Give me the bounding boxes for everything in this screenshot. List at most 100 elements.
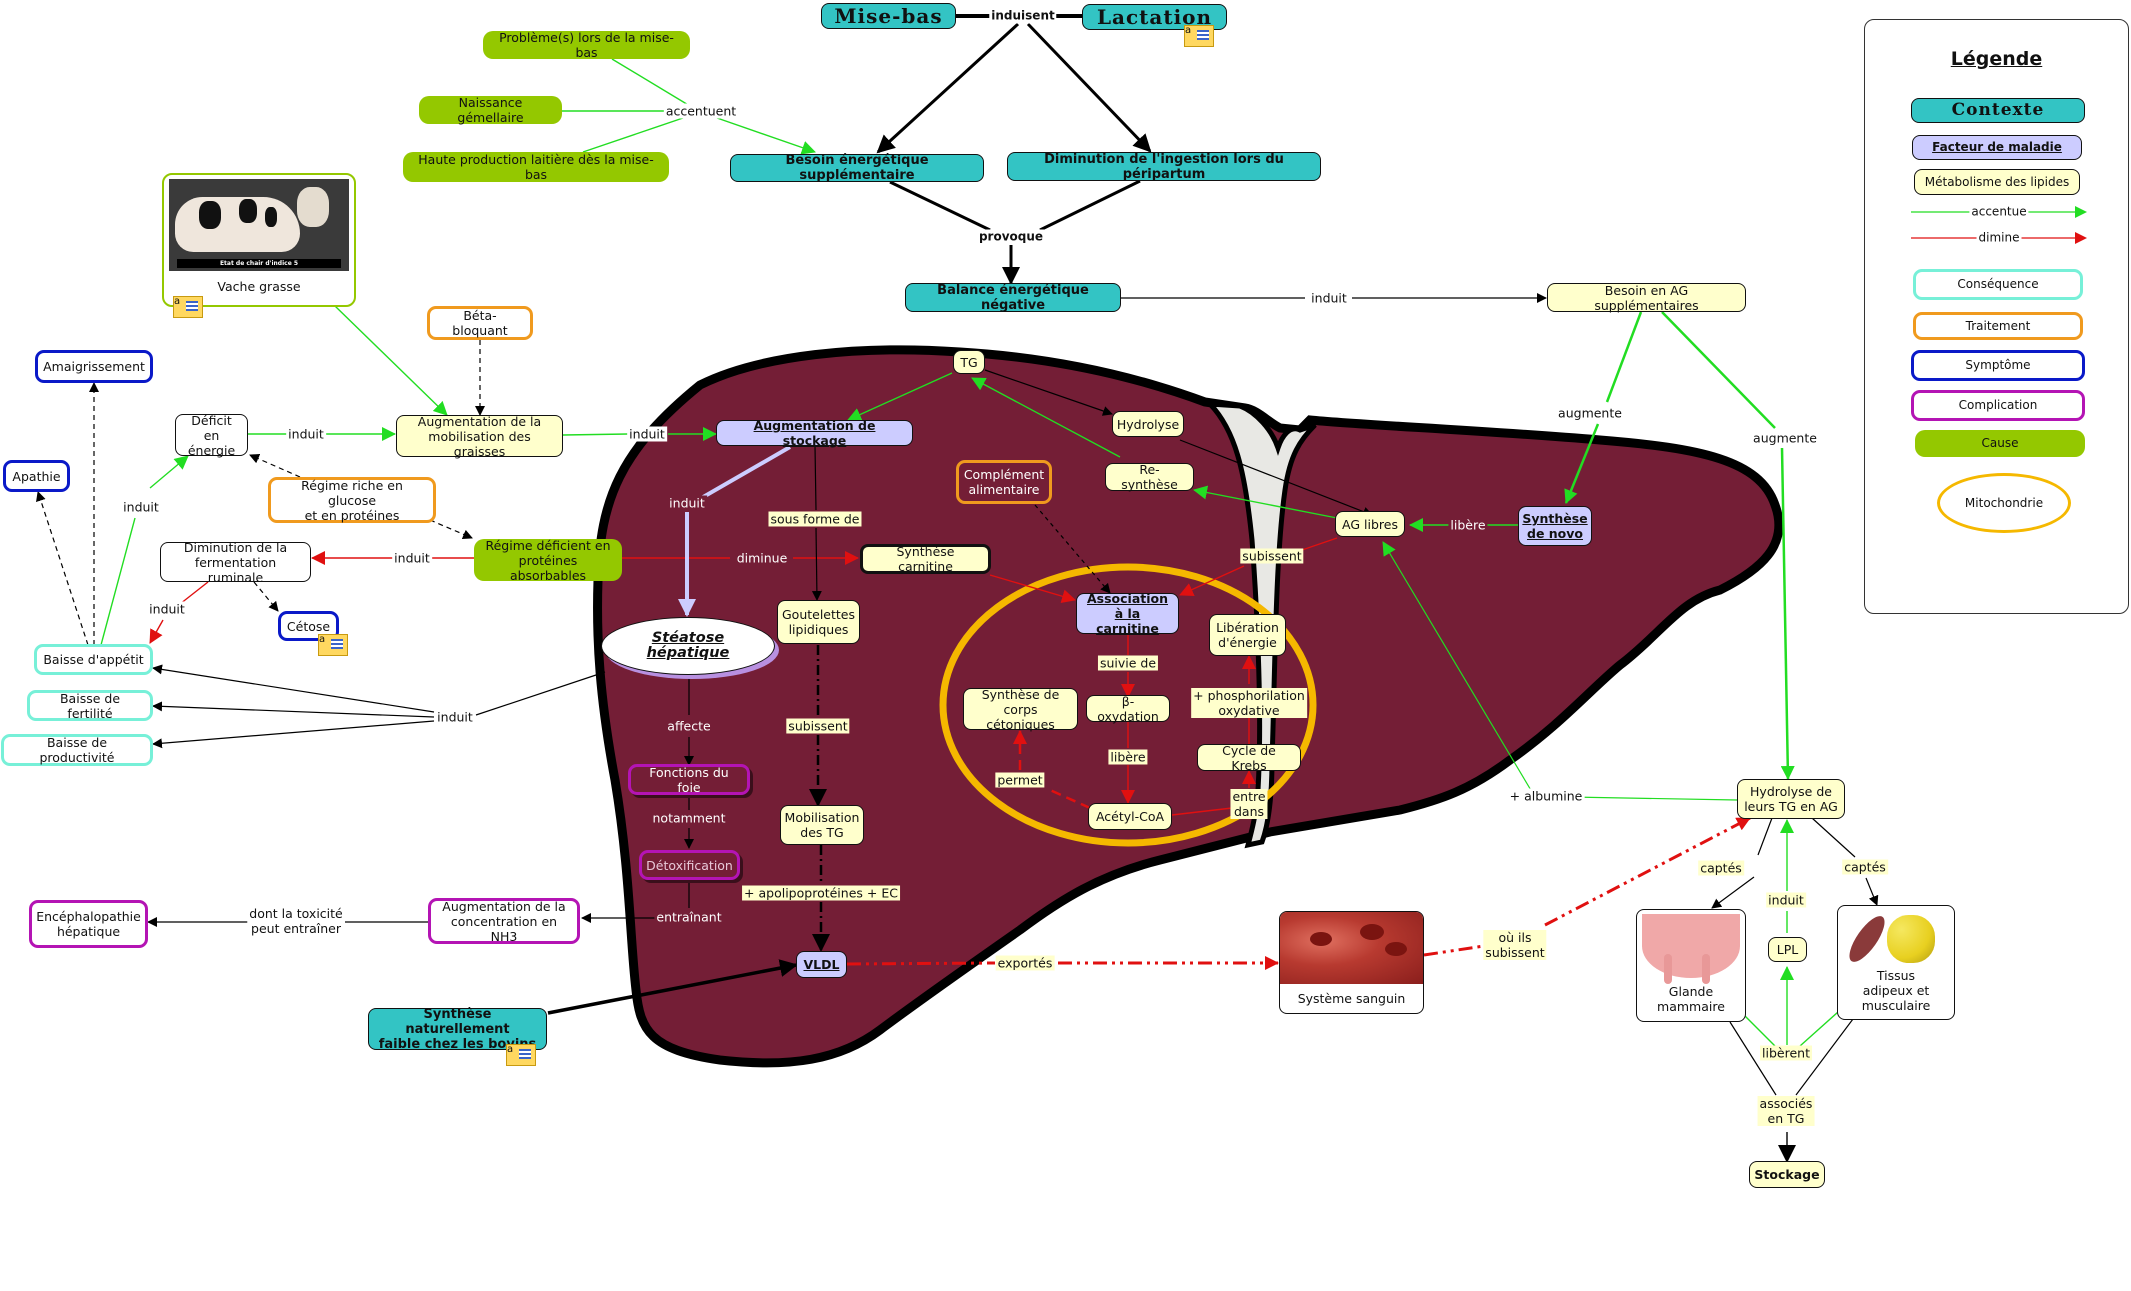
note-icon[interactable]: a [506, 1044, 536, 1066]
node-amaigrissement[interactable]: Amaigrissement [35, 350, 153, 383]
node-beta-oxydation[interactable]: β-oxydation [1086, 694, 1170, 724]
link-label-permet: permet [995, 772, 1045, 788]
link-edge [249, 454, 301, 478]
node-complement-alimentaire[interactable]: Complément alimentaire [956, 460, 1052, 504]
node-encephalopathie[interactable]: Encéphalopathie hépatique [29, 900, 148, 948]
link-label-induit: induit [627, 426, 667, 442]
tissus-label: Tissus adipeux et musculaire [1861, 968, 1931, 1013]
node-beta-bloquant[interactable]: Béta-bloquant [427, 306, 533, 340]
node-mobilisation-tg[interactable]: Mobilisation des TG [780, 805, 864, 845]
node-hydrolyse-tg-ag[interactable]: Hydrolyse de leurs TG en AG [1737, 779, 1845, 819]
link-edge [475, 671, 606, 716]
node-liberation-energie[interactable]: Libération d'énergie [1209, 614, 1286, 656]
node-augmentation-nh3[interactable]: Augmentation de la concentration en NH3 [428, 898, 580, 944]
note-icon[interactable]: a [1184, 25, 1214, 47]
link-edge [1757, 817, 1773, 856]
link-label-captes: captés [1842, 859, 1888, 875]
link-label-induit: induit [667, 495, 707, 511]
link-edge [1569, 796, 1738, 801]
node-vache-grasse[interactable]: Etat de chair d'indice 5 Vache grasse [162, 173, 356, 307]
node-baisse-appetit[interactable]: Baisse d'appétit [34, 644, 153, 675]
link-edge [716, 117, 816, 155]
node-synthese-naturelle[interactable]: Synthèse naturellement faible chez les b… [368, 1007, 547, 1052]
node-hydrolyse[interactable]: Hydrolyse [1112, 411, 1184, 437]
legend-traitement: Traitement [1913, 312, 2083, 340]
link-edge [876, 22, 1020, 154]
link-edge [1780, 447, 1795, 780]
node-baisse-fertilite[interactable]: Baisse de fertilité [27, 690, 153, 721]
node-diminution-ingestion[interactable]: Diminution de l'ingestion lors du péripa… [1007, 152, 1321, 182]
node-deficit-energie[interactable]: Déficit en énergie [175, 413, 248, 458]
glande-mammaire-label: Glande mammaire [1657, 984, 1725, 1014]
note-icon[interactable]: a [318, 634, 348, 656]
link-label-induit: induit [435, 709, 475, 725]
link-edge [253, 581, 279, 612]
link-edge [149, 455, 189, 489]
node-acetyl-coa[interactable]: Acétyl-CoA [1088, 803, 1172, 830]
link-label-ou-ils-subissent: où ils subissent [1483, 930, 1547, 960]
legend-metabolisme-lipides: Métabolisme des lipides [1914, 169, 2080, 195]
link-edge [152, 664, 435, 713]
node-resynthese[interactable]: Re-synthèse [1105, 462, 1194, 492]
node-augmentation-stockage[interactable]: Augmentation de stockage [716, 418, 913, 448]
link-edge [36, 491, 89, 646]
link-label-provoque: provoque [976, 229, 1046, 245]
node-haute-production[interactable]: Haute production laitière dès la mise-ba… [403, 152, 669, 182]
node-besoin-energetique[interactable]: Besoin énergétique supplémentaire [730, 153, 984, 183]
link-edge [1605, 311, 1643, 403]
node-baisse-productivite[interactable]: Baisse de productivité [1, 734, 153, 766]
node-apathie[interactable]: Apathie [3, 460, 70, 492]
node-detoxification[interactable]: Détoxification [639, 850, 740, 880]
node-lpl[interactable]: LPL [1768, 937, 1807, 962]
link-edge [1544, 816, 1751, 927]
link-edge [1193, 485, 1338, 519]
link-edge [846, 961, 996, 966]
link-edge [1039, 179, 1141, 232]
link-edge [1729, 1021, 1777, 1096]
legend-title: Légende [1950, 48, 2043, 70]
node-systeme-sanguin[interactable]: Système sanguin [1279, 911, 1424, 1014]
legend-consequence: Conséquence [1913, 269, 2083, 300]
node-mise-bas[interactable]: Mise-bas [821, 3, 956, 29]
link-label-entrainant: entraînant [654, 909, 724, 925]
node-synthese-carnitine[interactable]: Synthèse carnitine [860, 544, 991, 574]
node-tg[interactable]: TG [953, 350, 985, 374]
node-regime-riche[interactable]: Régime riche en glucose et en protéines [268, 477, 436, 523]
node-association-carnitine[interactable]: Association à la carnitine [1076, 591, 1179, 636]
link-label-exportes: exportés [995, 955, 1055, 971]
node-besoin-ag[interactable]: Besoin en AG supplémentaires [1547, 283, 1746, 313]
node-naissance-gemellaire[interactable]: Naissance gémellaire [419, 95, 562, 125]
legend-dimine: dimine [1976, 230, 2022, 246]
node-regime-deficient[interactable]: Régime déficient en protéines absorbable… [474, 538, 622, 583]
node-balance-energetique[interactable]: Balance énergétique négative [905, 283, 1121, 313]
note-icon[interactable]: a [173, 296, 203, 318]
link-label-induit: induit [1766, 892, 1806, 908]
link-edge [1026, 22, 1152, 153]
link-label-libere: libère [1108, 749, 1148, 765]
node-vldl[interactable]: VLDL [796, 951, 847, 978]
link-edge [582, 117, 684, 153]
node-fonctions-foie[interactable]: Fonctions du foie [628, 764, 750, 795]
node-tissus[interactable]: Tissus adipeux et musculaire [1837, 905, 1955, 1020]
legend-contexte: Contexte [1911, 98, 2085, 123]
legend-cause: Cause [1915, 430, 2085, 457]
node-synthese-novo[interactable]: Synthèse de novo [1518, 506, 1592, 546]
node-goutelettes[interactable]: Goutelettes lipidiques [777, 600, 860, 644]
node-augmentation-mobilisation[interactable]: Augmentation de la mobilisation des grai… [396, 414, 563, 459]
node-steatose-hepatique[interactable]: Stéatose hépatique [601, 617, 775, 675]
node-glande-mammaire[interactable]: Glande mammaire [1636, 909, 1746, 1022]
link-label-induisent: induisent [989, 8, 1057, 24]
link-label-entre-dans: entre dans [1230, 789, 1268, 819]
link-edge [1743, 1014, 1776, 1047]
link-label-augmente: augmente [1751, 430, 1819, 446]
node-corps-cetoniques[interactable]: Synthèse de corps cétoniques [963, 687, 1078, 732]
node-ag-libres[interactable]: AG libres [1335, 511, 1405, 537]
node-diminution-fermentation[interactable]: Diminution de la fermentation ruminale [160, 540, 311, 585]
link-edge [562, 433, 629, 436]
link-label-notamment: notamment [650, 810, 728, 826]
link-label-induit: induit [121, 499, 161, 515]
node-cycle-krebs[interactable]: Cycle de Krebs [1197, 743, 1301, 773]
node-stockage[interactable]: Stockage [1749, 1161, 1825, 1188]
node-probleme-mise-bas[interactable]: Problème(s) lors de la mise-bas [483, 30, 690, 60]
